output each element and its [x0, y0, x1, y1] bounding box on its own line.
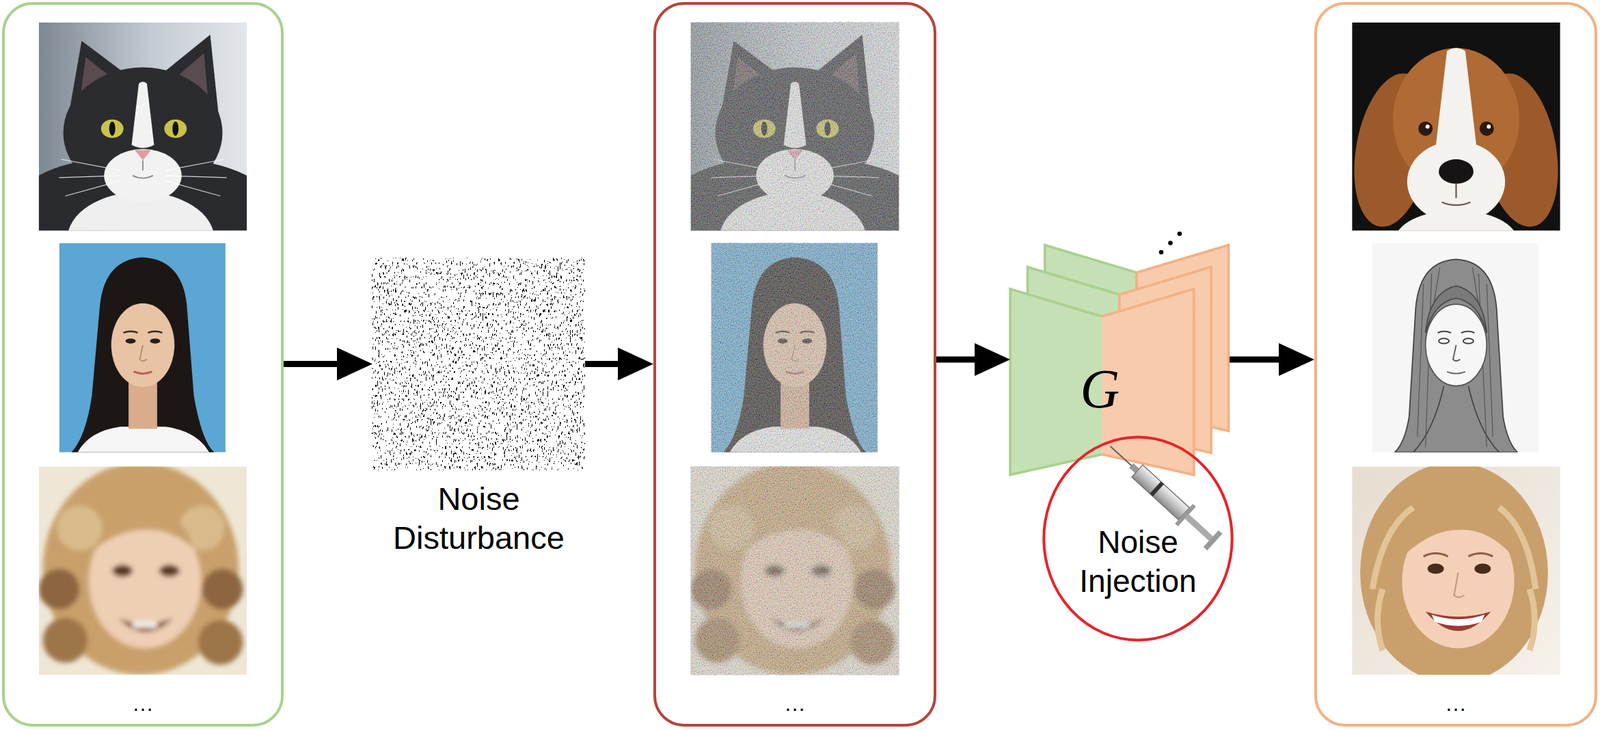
more-dots	[1168, 240, 1173, 246]
arrow-shaft	[283, 360, 339, 368]
ellipsis-text: …	[131, 692, 154, 715]
syringe-icon-part	[1185, 513, 1214, 541]
blurry-girl-photo	[690, 462, 900, 676]
noise-overlay	[690, 466, 900, 676]
block-label: Noise Disturbance	[372, 479, 586, 558]
noise-image	[372, 258, 586, 470]
flow-arrow	[283, 347, 373, 381]
ellipsis-text: …	[1444, 692, 1467, 715]
noise-overlay	[690, 22, 900, 232]
flow-arrow	[936, 343, 1011, 376]
circle-label: Noise Injection	[1040, 522, 1236, 601]
output-column: …	[1314, 2, 1598, 727]
smiling-girl-photo	[1351, 462, 1561, 684]
dog-photo	[1343, 22, 1569, 272]
generator-symbol: G	[1079, 361, 1120, 417]
arrow-shaft	[1229, 356, 1281, 363]
input-images	[38, 22, 248, 675]
syringe-icon-part	[1131, 464, 1190, 520]
arrow-head	[336, 347, 373, 381]
arrow-head	[974, 343, 1011, 376]
noise-overlay	[711, 243, 878, 453]
injection-circle: Noise Injection	[1040, 434, 1236, 644]
flow-arrow	[1229, 343, 1315, 376]
output-images	[1343, 22, 1569, 683]
syringe-icon-part	[1149, 481, 1164, 497]
blurry-girl-photo	[38, 462, 248, 676]
noisy-images	[690, 22, 900, 675]
input-column: …	[2, 2, 284, 727]
noise-block: Noise Disturbance	[372, 258, 586, 470]
more-dots	[1159, 250, 1164, 255]
syringe-icon-part	[1203, 530, 1223, 551]
ellipsis-text: …	[783, 692, 806, 715]
arrow-shaft	[936, 356, 976, 363]
syringe-icon-part	[1109, 446, 1133, 467]
woman-photo	[59, 243, 226, 453]
noisy-column: …	[653, 2, 937, 727]
arrow-shaft	[585, 360, 620, 368]
flow-arrow	[585, 347, 654, 381]
arrow-head	[1278, 343, 1315, 376]
more-dots	[1177, 231, 1183, 237]
arrow-head	[617, 347, 654, 381]
sketch-portrait	[1372, 243, 1539, 453]
woman-photo	[711, 243, 878, 453]
